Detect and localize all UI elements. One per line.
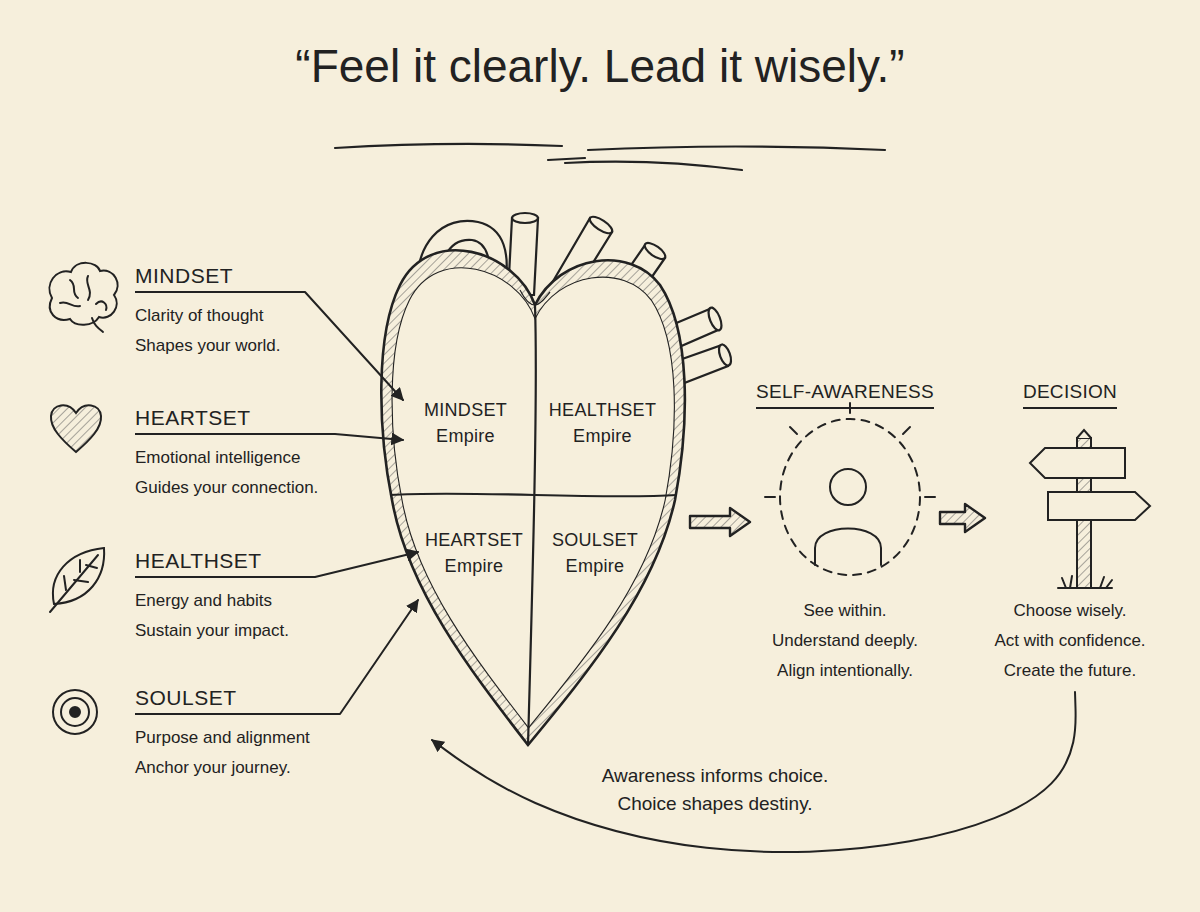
leaf-vein: [79, 560, 81, 572]
heart-crease: [520, 290, 550, 305]
flow-arrow: [690, 508, 750, 536]
person-body: [815, 529, 881, 566]
awareness-ray: [790, 427, 797, 434]
pillar-item: HEALTHSET Energy and habits Sustain your …: [135, 548, 315, 646]
leaf-icon: [50, 548, 104, 612]
target-ring: [61, 698, 89, 726]
leaf-vein: [64, 576, 66, 590]
quadrant-label: MINDSET Empire: [403, 397, 528, 449]
person-head: [830, 469, 866, 505]
node-heading: SOULSET: [135, 685, 340, 715]
connector-arrow: [305, 292, 403, 400]
signpost-sign: [1048, 492, 1150, 520]
quadrant-label: HEALTHSET Empire: [540, 397, 665, 449]
node-heading: MINDSET: [135, 263, 305, 293]
pillar-item: HEARTSET Emotional intelligence Guides yo…: [135, 405, 335, 503]
node-text: Energy and habits Sustain your impact.: [135, 586, 315, 646]
quadrant-label: SOULSET Empire: [540, 527, 650, 579]
vessel-opening: [706, 306, 724, 332]
heart-divider: [390, 494, 677, 497]
node-heading: DECISION: [1023, 380, 1117, 409]
heart-quadrant: MINDSET Empire: [403, 385, 528, 480]
underline-stroke: [548, 158, 585, 160]
pillar-item: MINDSET Clarity of thought Shapes your wo…: [135, 263, 305, 361]
target-center: [70, 707, 80, 717]
node-text: Purpose and alignment Anchor your journe…: [135, 723, 340, 783]
leaf-vein: [74, 580, 88, 582]
self-awareness-icon: [765, 403, 935, 575]
diagram-title: “Feel it clearly. Lead it wisely.”: [0, 38, 1200, 94]
node-heading: HEALTHSET: [135, 548, 315, 578]
heart-quadrant: HEALTHSET Empire: [540, 385, 665, 480]
node-heading: SELF-AWARENESS: [756, 380, 934, 409]
heart-body: [381, 250, 685, 745]
pillar-item: SOULSET Purpose and alignment Anchor your…: [135, 685, 340, 783]
underline-stroke: [565, 162, 742, 170]
connector-arrow: [432, 692, 1076, 852]
signpost-sign: [1030, 448, 1125, 478]
edge-label: Awareness informs choice. Choice shapes …: [575, 762, 855, 818]
brain-outline: [49, 263, 117, 325]
grass-tuft: [1062, 576, 1112, 588]
node-text: Understand deeply.: [750, 626, 940, 656]
heart-quadrant: SOULSET Empire: [540, 515, 690, 635]
brain-fold: [70, 280, 78, 298]
underline-stroke: [588, 147, 885, 151]
node-text: Create the future.: [985, 656, 1155, 686]
node-text: Choose wisely.: [985, 596, 1155, 626]
leaf-vein: [50, 555, 98, 612]
node-text: Align intentionally.: [750, 656, 940, 686]
connector-arrow: [335, 434, 403, 440]
node-text: Clarity of thought Shapes your world.: [135, 301, 305, 361]
heart-divider: [528, 305, 536, 745]
underline-stroke: [335, 144, 562, 148]
brain-stem: [92, 318, 103, 332]
signpost-cap: [1077, 430, 1091, 438]
brain-fold: [60, 302, 80, 306]
vessel-opening: [587, 214, 614, 237]
node-heading: HEARTSET: [135, 405, 335, 435]
awareness-ray: [765, 496, 775, 498]
target-icon: [53, 690, 97, 734]
flow-arrow: [940, 504, 985, 532]
process-step: DECISION Choose wisely.Act with confidenc…: [985, 380, 1155, 692]
awareness-halo: [780, 419, 920, 575]
signpost-icon: [1030, 430, 1150, 588]
node-text: Act with confidence.: [985, 626, 1155, 656]
target-ring: [53, 690, 97, 734]
leaf-vein: [86, 565, 97, 568]
connector-arrow: [340, 600, 418, 714]
vessel-opening: [512, 213, 538, 223]
vessel-opening: [642, 240, 667, 262]
node-text: Emotional intelligence Guides your conne…: [135, 443, 335, 503]
awareness-ray: [925, 496, 935, 498]
quadrant-label: HEARTSET Empire: [418, 527, 530, 579]
brain-icon: [49, 263, 117, 332]
vessel-opening: [717, 343, 734, 367]
process-step: SELF-AWARENESS See within.Understand deep…: [750, 380, 940, 680]
connector-arrow: [315, 552, 418, 577]
heart-icon: [51, 405, 101, 452]
heart-quadrant: HEARTSET Empire: [418, 515, 530, 740]
brain-fold: [96, 302, 106, 310]
heart-illustration: [381, 250, 685, 745]
brain-fold: [87, 276, 90, 300]
awareness-ray: [903, 427, 910, 434]
heart-outline: [381, 250, 685, 745]
title-underline: [335, 144, 885, 170]
node-text: See within.: [750, 596, 940, 626]
